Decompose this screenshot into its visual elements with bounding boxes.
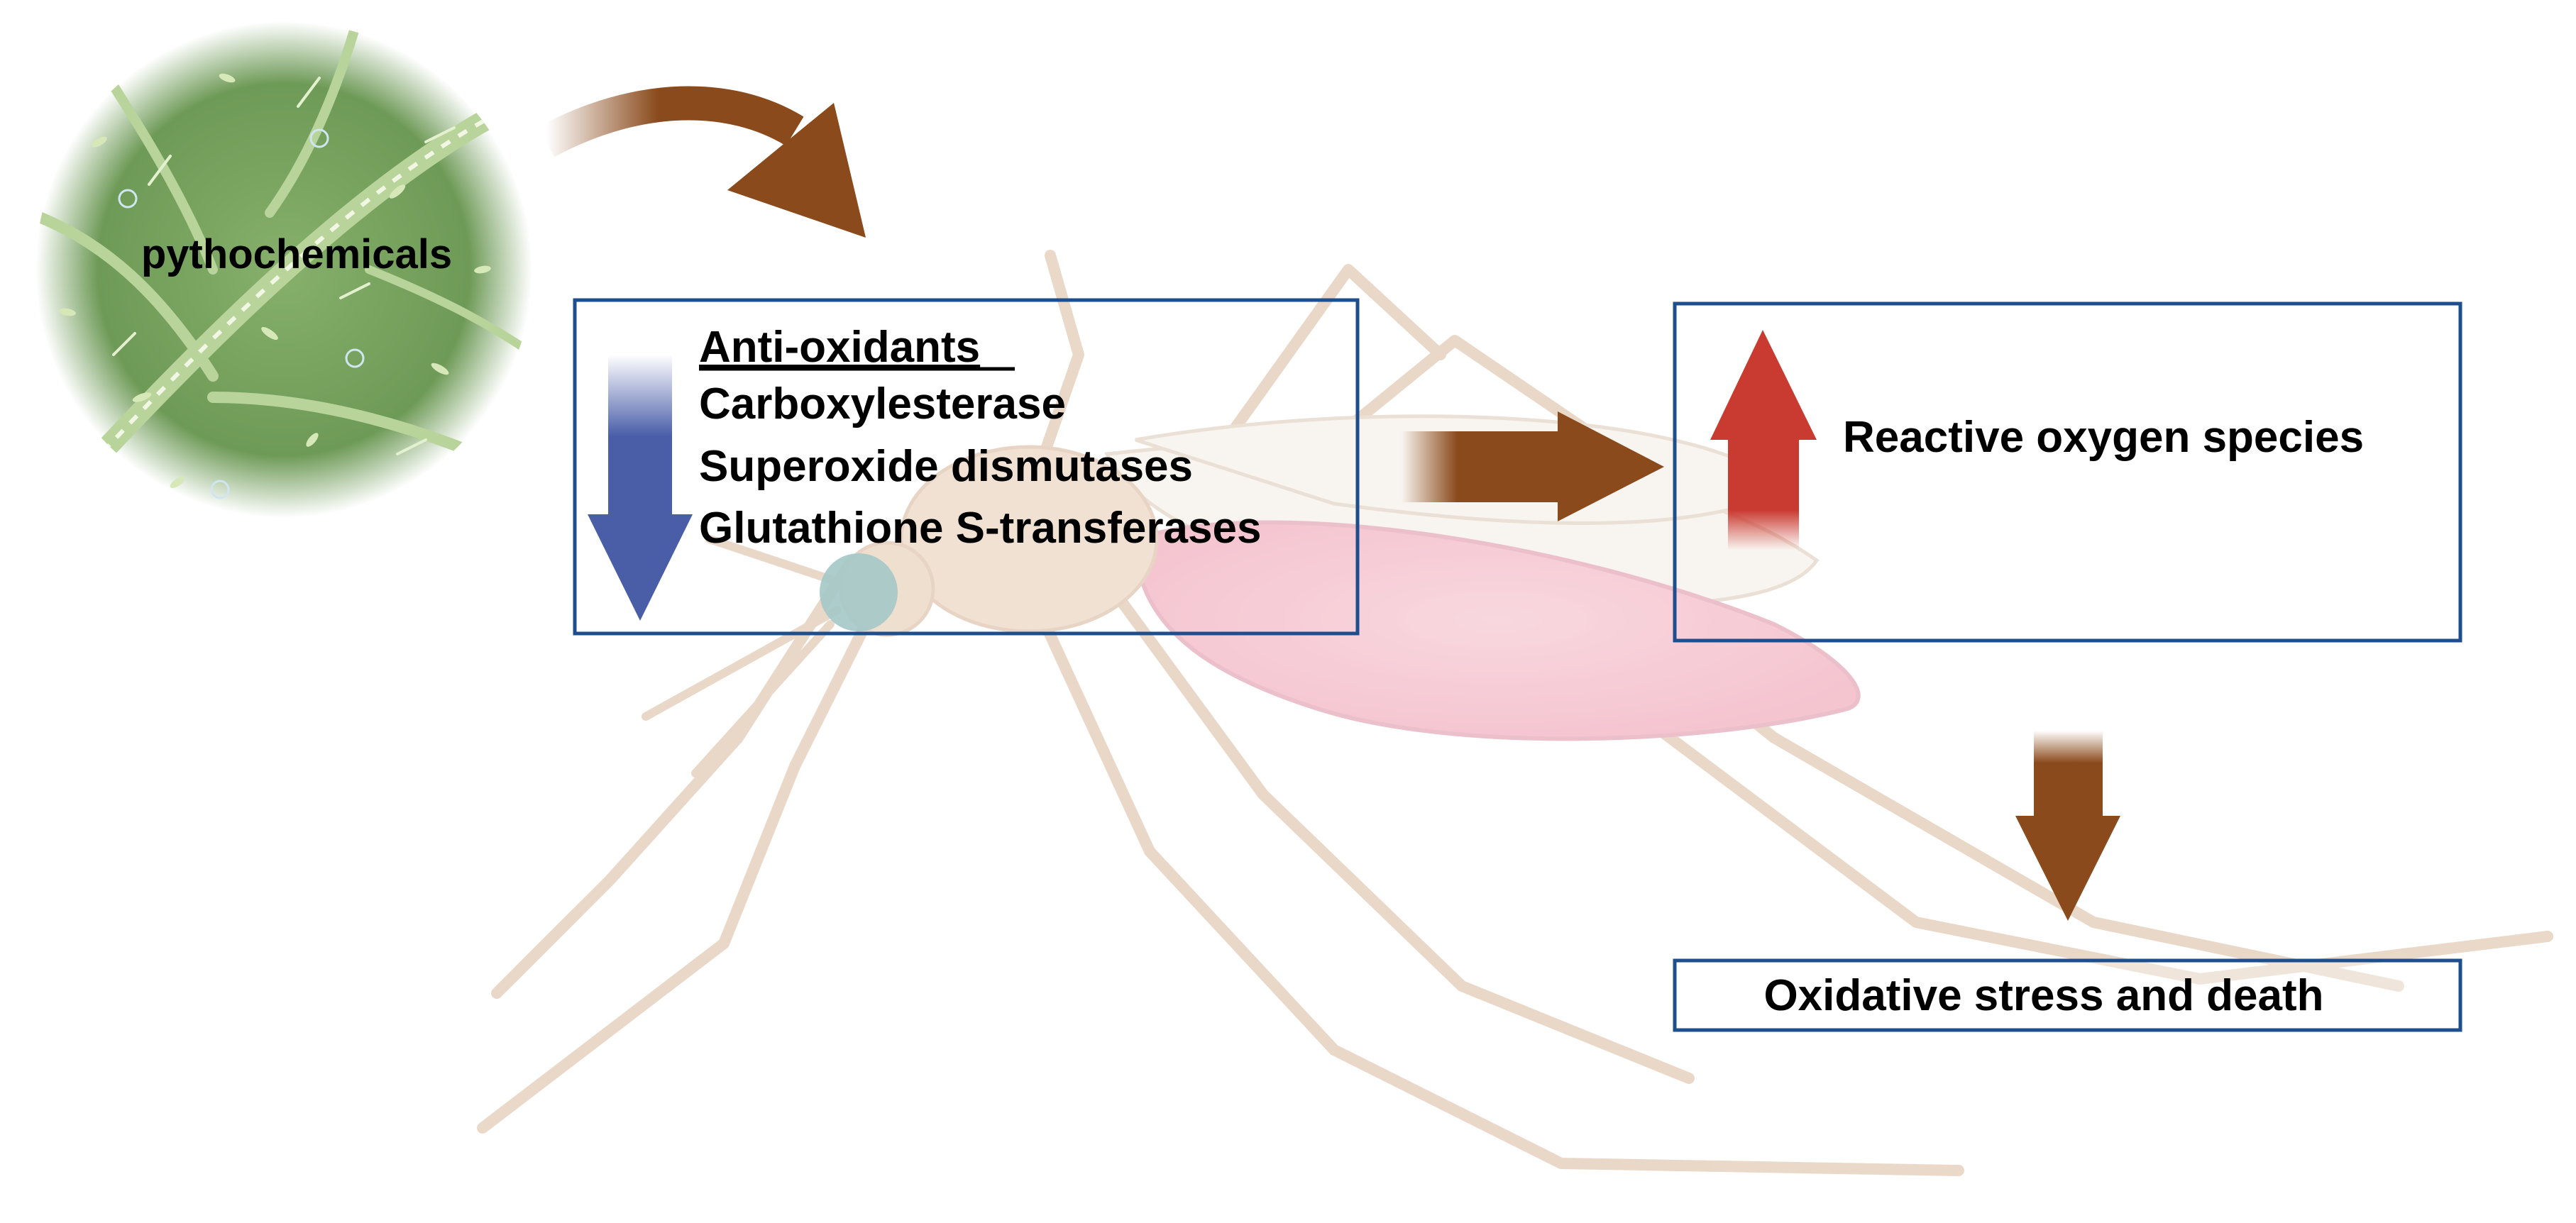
outcome-label: Oxidative stress and death — [1763, 971, 2323, 1020]
mosquito-eye — [820, 553, 898, 631]
antioxidant-item: Carboxylesterase — [699, 380, 1066, 428]
down-brown-arrow-icon — [2015, 731, 2120, 921]
ros-box: Reactive oxygen species — [1673, 301, 2462, 643]
mosquito-illustration — [477, 250, 2553, 1176]
curved-right-arrow-icon — [538, 86, 866, 238]
mosquito-thorax — [899, 445, 1159, 633]
source-label: pythochemicals — [141, 231, 452, 277]
down-arrow-icon — [588, 355, 693, 621]
leaf-phytochemical-source: pythochemicals — [35, 21, 532, 518]
ros-label: Reactive oxygen species — [1843, 413, 2364, 462]
outcome-box: Oxidative stress and death — [1673, 958, 2462, 1032]
antioxidant-item: Glutathione S-transferases — [699, 504, 1261, 553]
antioxidant-item: Superoxide dismutases — [699, 442, 1193, 491]
mosquito-abdomen — [1133, 520, 1861, 741]
mosquito-proboscis — [642, 535, 842, 777]
antioxidant-box: Anti-oxidants Carboxylesterase Superoxid… — [573, 298, 1360, 636]
up-arrow-icon — [1710, 330, 1817, 550]
antioxidant-heading: Anti-oxidants — [699, 323, 980, 372]
right-arrow-icon — [1402, 411, 1664, 521]
